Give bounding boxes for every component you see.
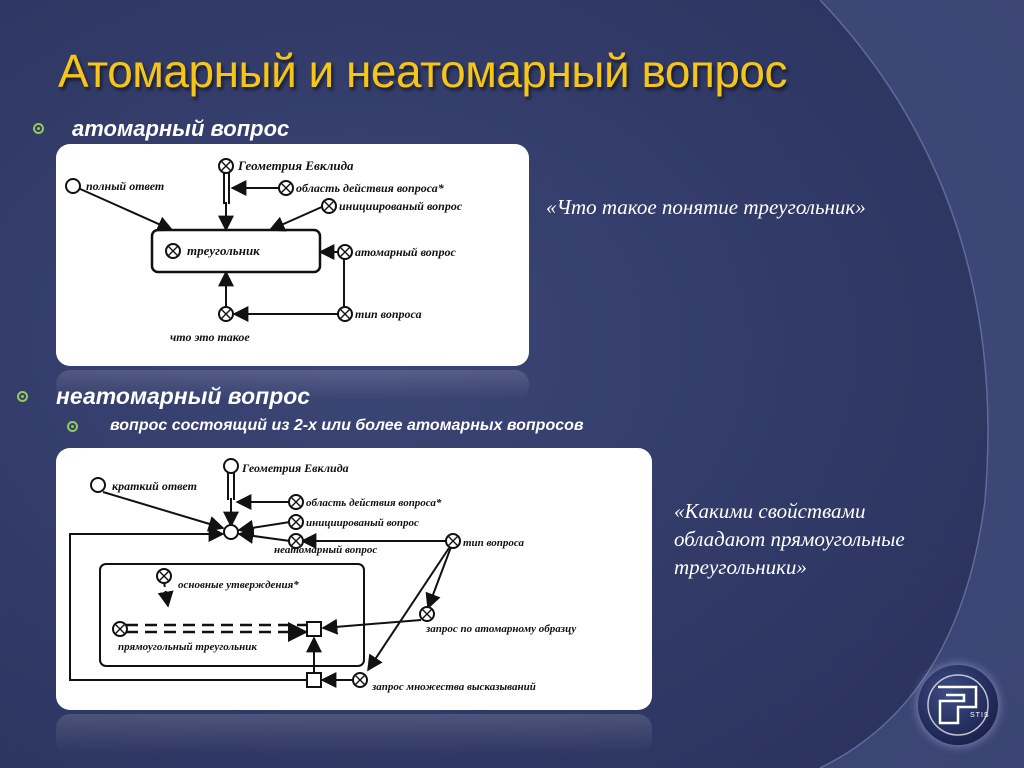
diagram-nonatomic: Геометрия Евклида краткий ответ область …	[69, 458, 576, 693]
svg-text:инициированый вопрос: инициированый вопрос	[306, 517, 419, 529]
quote-line: обладают прямоугольные	[674, 527, 905, 551]
node-hub	[223, 524, 239, 540]
svg-text:Геометрия Евклида: Геометрия Евклида	[241, 461, 349, 475]
svg-text:тип вопроса: тип вопроса	[355, 307, 422, 321]
svg-text:атомарный вопрос: атомарный вопрос	[355, 245, 456, 259]
svg-text:область действия вопроса*: область действия вопроса*	[296, 181, 445, 195]
panel-reflection	[56, 370, 529, 400]
svg-text:запрос множества высказываний: запрос множества высказываний	[371, 681, 536, 693]
quote-atomic: «Что такое понятие треугольник»	[546, 195, 866, 219]
square-upper	[306, 621, 322, 637]
bullet-icon	[67, 421, 78, 432]
svg-text:инициированый вопрос: инициированый вопрос	[339, 199, 463, 213]
page-title: Атомарный и неатомарный вопрос	[58, 45, 788, 97]
svg-text:треугольник: треугольник	[187, 243, 260, 258]
square-lower	[306, 672, 322, 688]
bullet-icon	[33, 123, 44, 134]
node-brief-answer	[90, 477, 106, 493]
panel-reflection	[56, 714, 652, 754]
diagram-atomic-panel: Геометрия Евклида полный ответ область д…	[56, 144, 529, 366]
stis-logo: STIS	[918, 665, 998, 745]
svg-text:Геометрия Евклида: Геометрия Евклида	[237, 158, 354, 173]
bullet-nonatomic: неатомарный вопрос	[56, 383, 311, 409]
logo-text: STIS	[970, 712, 990, 719]
quote-line: треугольники»	[674, 555, 807, 579]
diagram-atomic: Геометрия Евклида полный ответ область д…	[65, 158, 463, 344]
svg-text:полный ответ: полный ответ	[86, 179, 164, 193]
diagram-nonatomic-panel: Геометрия Евклида краткий ответ область …	[56, 448, 652, 710]
svg-text:неатомарный вопрос: неатомарный вопрос	[274, 544, 377, 556]
svg-text:тип вопроса: тип вопроса	[463, 537, 525, 549]
quote-nonatomic: «Какими свойствами обладают прямоугольны…	[674, 497, 905, 581]
svg-text:прямоугольный треугольник: прямоугольный треугольник	[118, 641, 257, 653]
svg-text:основные утверждения*: основные утверждения*	[178, 579, 299, 591]
svg-text:запрос по атомарному образцу: запрос по атомарному образцу	[425, 623, 576, 635]
quote-line: «Какими свойствами	[674, 499, 866, 523]
inner-box	[99, 563, 365, 667]
logo-icon	[927, 674, 989, 736]
bullet-icon	[17, 391, 28, 402]
bullet-atomic: атомарный вопрос	[72, 116, 290, 141]
node-geometry	[223, 458, 239, 474]
svg-text:краткий ответ: краткий ответ	[112, 479, 197, 493]
node-full-answer	[65, 178, 81, 194]
svg-text:область действия вопроса*: область действия вопроса*	[306, 497, 442, 509]
bullet-nonatomic-sub: вопрос состоящий из 2-х или более атомар…	[110, 417, 584, 434]
svg-text:что это такое: что это такое	[170, 330, 250, 344]
